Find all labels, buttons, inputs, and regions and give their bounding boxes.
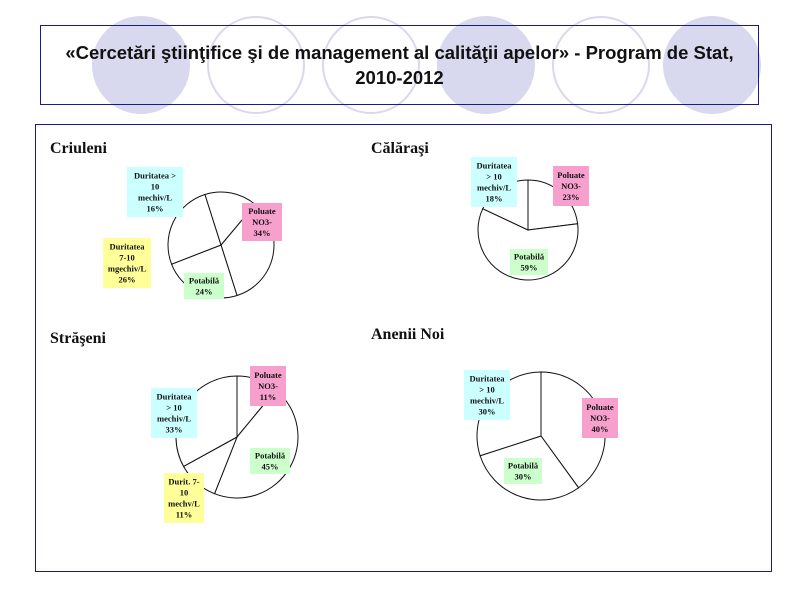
slice-label-box (250, 366, 286, 406)
slice-label-line: mechiv/L (138, 193, 172, 203)
slice-label-line: NO3- (590, 413, 610, 423)
chart-title: Anenii Noi (371, 326, 445, 343)
slice-label-line: 59% (521, 263, 538, 273)
slide-title: «Cercetări ştiinţifice şi de management … (65, 42, 734, 88)
slice-label-line: 11% (176, 510, 193, 520)
slice-label-box (184, 273, 224, 299)
slice-label-line: Potabilă (255, 451, 286, 461)
slice-label-box (250, 448, 290, 474)
slice-label-line: mechiv/L (157, 414, 191, 424)
slice-label-line: NO3- (252, 217, 272, 227)
slice-label-line: 23% (563, 192, 580, 202)
slice-label-line: mechv/L (168, 499, 200, 509)
slice-label-line: Potabilă (514, 252, 545, 262)
decor-circle (663, 16, 761, 114)
slice-label-line: mechiv/L (470, 396, 504, 406)
decor-circle-ring (552, 16, 650, 114)
slice-label-line: 24% (196, 287, 213, 297)
slice-label-line: Durit. 7- (168, 477, 199, 487)
slide-title-box: «Cercetări ştiinţifice şi de management … (40, 25, 759, 105)
pie-slice (477, 208, 579, 281)
slice-label-line: 11% (260, 392, 277, 402)
slice-label-box (471, 157, 517, 207)
slice-label-box (510, 249, 548, 275)
slice-label-line: Duritatea > (134, 171, 176, 181)
decor-circle-ring (322, 16, 420, 114)
slice-label-box (582, 398, 618, 438)
slice-label-line: mechiv/L (477, 183, 511, 193)
slice-label-line: 30% (515, 472, 532, 482)
slice-label-line: Poluate (254, 370, 282, 380)
slice-label-box (464, 370, 510, 420)
slice-label-line: 10 (180, 488, 189, 498)
slice-label-line: Duritatea (157, 392, 193, 402)
slice-label-line: 30% (479, 407, 496, 417)
slice-label-line: > 10 (479, 385, 494, 395)
slice-label-line: Poluate (586, 402, 614, 412)
slice-label-line: 45% (262, 462, 279, 472)
slice-label-line: mgechiv/L (108, 264, 147, 274)
slice-label-line: NO3- (561, 181, 581, 191)
slice-label-line: 18% (486, 194, 503, 204)
slice-label-line: Duritatea (110, 242, 146, 252)
slice-label-box (103, 238, 151, 288)
slice-label-line: > 10 (166, 403, 181, 413)
chart-title: Străşeni (50, 330, 107, 347)
slice-label-box (164, 473, 204, 523)
slice-label-line: Potabilă (189, 276, 220, 286)
slice-label-line: NO3- (258, 381, 278, 391)
slice-label-line: Poluate (248, 206, 276, 216)
slice-label-line: Duritatea (470, 374, 506, 384)
slice-label-box (127, 167, 183, 217)
slice-label-line: Duritatea (477, 161, 513, 171)
slice-label-box (504, 458, 542, 484)
slice-label-line: 10 (151, 182, 160, 192)
slice-label-line: 33% (166, 425, 183, 435)
slice-label-line: 26% (119, 275, 136, 285)
decor-circle (437, 16, 535, 114)
slice-label-line: > 10 (486, 172, 501, 182)
slice-label-box (242, 203, 282, 241)
chart-title: Criuleni (50, 140, 107, 157)
slice-label-line: 7-10 (119, 253, 135, 263)
slice-label-line: 16% (147, 204, 164, 214)
slice-label-box (151, 388, 197, 438)
decor-circle-ring (207, 16, 305, 114)
slice-label-line: Poluate (557, 170, 585, 180)
slice-label-line: 34% (254, 228, 271, 238)
slice-label-box (553, 166, 589, 206)
chart-title: Călăraşi (371, 140, 429, 157)
decor-circle (92, 16, 190, 114)
slice-label-line: 40% (592, 424, 609, 434)
slice-label-line: Potabilă (508, 461, 539, 471)
